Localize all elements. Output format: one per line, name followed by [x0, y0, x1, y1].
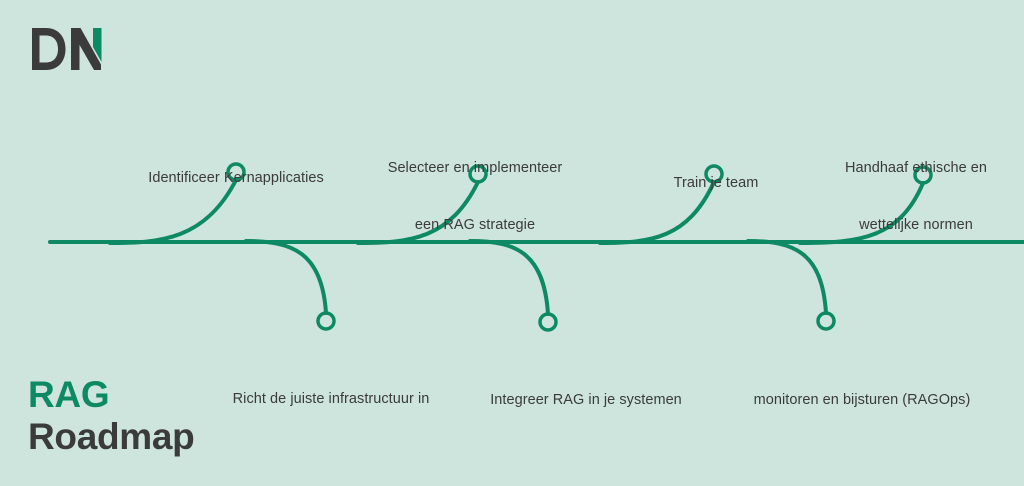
step-label-7: Handhaaf ethische en wettelijke normen: [806, 121, 1024, 273]
step-label-4-line-1: Integreer RAG in je systemen: [490, 392, 682, 408]
step-label-5-line-1: Train je team: [673, 175, 759, 191]
step-label-1: Identificeer Kernapplicaties: [0, 131, 472, 226]
step-label-2: Richt de juiste infrastructuur in: [141, 352, 521, 447]
step-node-3[interactable]: [468, 164, 488, 184]
step-label-7-line-2: wettelijke normen: [859, 217, 973, 233]
branch-line-2: [244, 239, 328, 315]
branch-line-5: [598, 180, 716, 245]
logo-letter-n-diagonal: [71, 28, 101, 70]
branch-line-7: [798, 181, 925, 245]
branch-line-3: [356, 180, 480, 245]
branch-line-4: [468, 239, 550, 316]
step-label-4: Integreer RAG in je systemen: [426, 353, 746, 448]
dn-logo-mark: [32, 28, 102, 70]
step-node-1[interactable]: [226, 162, 246, 182]
step-node-4[interactable]: [538, 312, 558, 332]
step-label-6-line-1: monitoren en bijsturen (RAGOps): [753, 392, 971, 408]
step-label-3-line-2: een RAG strategie: [414, 217, 536, 233]
step-node-6[interactable]: [816, 311, 836, 331]
step-label-3: Selecteer en implementeer een RAG strate…: [335, 121, 615, 273]
step-label-2-line-1: Richt de juiste infrastructuur in: [232, 391, 430, 407]
logo-letter-d: [32, 28, 66, 70]
dn-logo: [30, 26, 110, 72]
branch-line-6: [746, 239, 828, 315]
logo-accent-stroke: [93, 28, 102, 62]
step-node-5[interactable]: [704, 164, 724, 184]
step-node-7[interactable]: [913, 165, 933, 185]
page-title: RAG Roadmap: [28, 374, 195, 458]
step-node-2[interactable]: [316, 311, 336, 331]
branch-line-1: [108, 178, 238, 245]
page-title-line-2: Roadmap: [28, 416, 195, 457]
step-label-5: Train je team: [616, 136, 816, 231]
step-label-3-line-1: Selecteer en implementeer: [387, 160, 563, 176]
step-label-1-line-1: Identificeer Kernapplicaties: [148, 170, 324, 186]
step-label-7-line-1: Handhaaf ethische en: [844, 160, 988, 176]
page-title-line-1: RAG: [28, 374, 110, 415]
step-label-6: monitoren en bijsturen (RAGOps): [702, 353, 1022, 448]
